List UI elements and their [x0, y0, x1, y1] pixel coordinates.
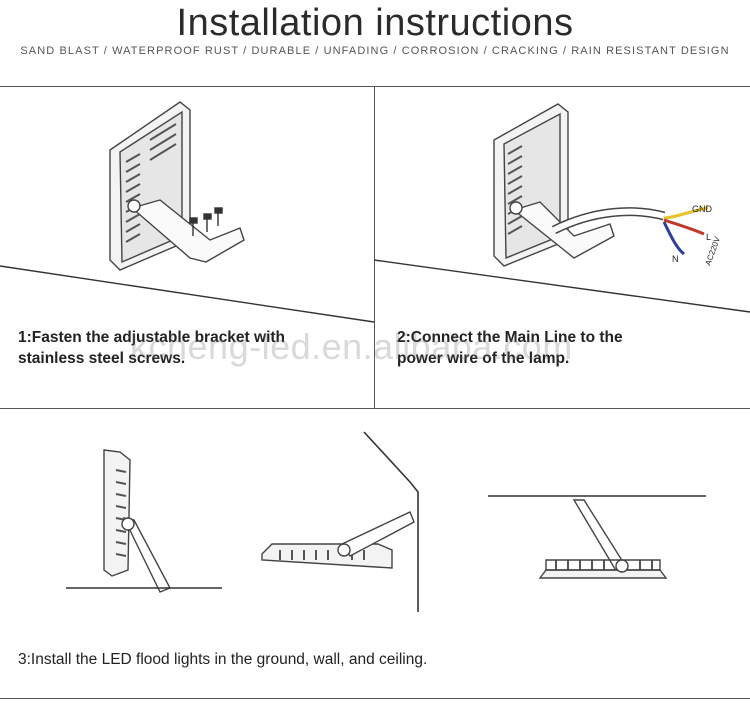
- page-title: Installation instructions: [176, 2, 574, 44]
- step2-line2: power wire of the lamp.: [397, 350, 570, 367]
- wire-label-n: N: [672, 254, 679, 264]
- step1-text: 1:Fasten the adjustable bracket with sta…: [18, 327, 368, 369]
- step2-illustration: GND L N AC220V: [373, 103, 750, 313]
- frame-top-line: [0, 86, 750, 87]
- step3-illustration: [66, 431, 706, 612]
- wire-label-l: L: [706, 232, 711, 242]
- frame-divider-line: [374, 86, 375, 408]
- frame-bottom-line: [0, 698, 750, 699]
- step2-text: 2:Connect the Main Line to the power wir…: [397, 327, 747, 369]
- frame-middle-line: [0, 408, 750, 409]
- step1-line1: 1:Fasten the adjustable bracket with: [18, 329, 286, 346]
- step2-line1: 2:Connect the Main Line to the: [397, 329, 623, 346]
- ceiling-mount: [488, 495, 706, 579]
- step1-line2: stainless steel screws.: [18, 350, 186, 367]
- wire-label-gnd: GND: [692, 204, 713, 214]
- feature-subtitle: SAND BLAST / WATERPROOF RUST / DURABLE /…: [20, 45, 730, 57]
- step1-illustration: [0, 101, 375, 323]
- ground-mount: [66, 449, 222, 593]
- wall-mount: [261, 431, 419, 612]
- step3-text: 3:Install the LED flood lights in the gr…: [18, 651, 428, 668]
